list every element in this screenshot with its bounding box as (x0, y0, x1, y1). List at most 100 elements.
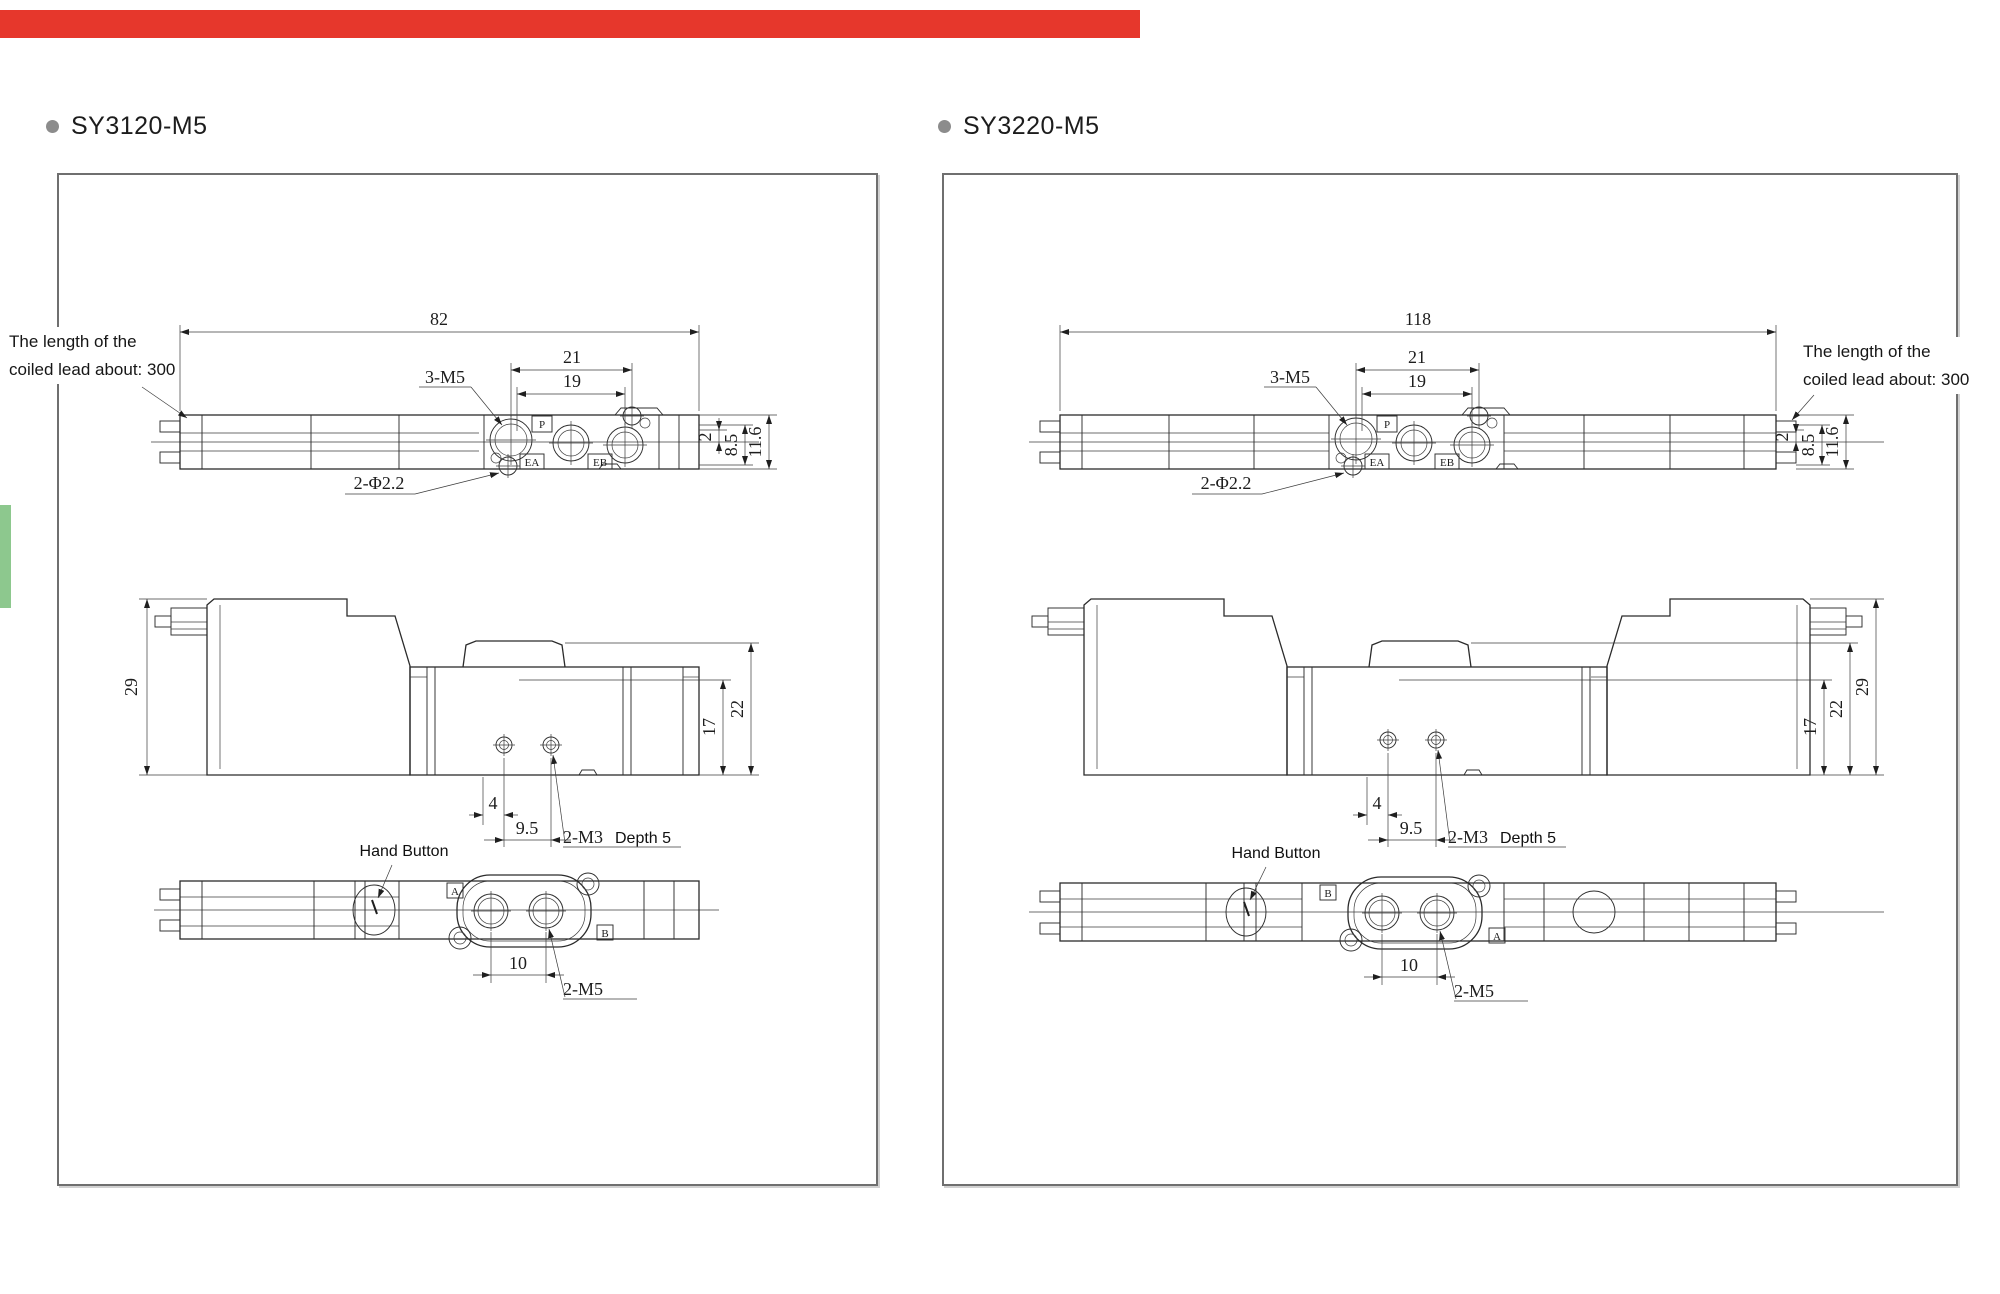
lead-wire (1775, 890, 1797, 903)
lead-note-line2: coiled lead about: 300 (9, 359, 176, 379)
port-b-label: B (601, 928, 608, 940)
port-ea-label: EA (1370, 457, 1385, 469)
dim-body-height: 22 (1826, 700, 1846, 718)
pilot-button (1572, 890, 1616, 934)
page-title: SY3220-M5 (963, 111, 1100, 140)
port-a-label: A (1493, 931, 1501, 943)
port-hole-2 (549, 421, 593, 465)
valve-body-side (1286, 666, 1608, 776)
connector-pin (1031, 615, 1049, 628)
bullet-icon (938, 119, 951, 133)
port-a-label: A (451, 886, 459, 898)
dim-port-pitch: 10 (509, 953, 527, 973)
valve-body-top (1059, 414, 1777, 470)
dim-mid-height: 8.5 (721, 434, 741, 457)
solenoid-coil-right (1606, 598, 1811, 776)
dim-upper: 21 (563, 347, 581, 367)
valve-body-side (409, 666, 700, 776)
hand-button-label: Hand Button (360, 843, 449, 860)
mount-hole-2 (1425, 729, 1447, 751)
sy3220-drawing: P EA EB 118 21 19 3-M5 2-Φ2.2 (1029, 309, 1884, 1002)
ports-label: 2-M5 (1454, 981, 1494, 1001)
dim-hole-pitch: 9.5 (1400, 818, 1423, 838)
lead-wire (1775, 420, 1797, 433)
port-eb-label: EB (593, 457, 607, 469)
bottom-view: Hand Button B A (1029, 845, 1884, 1002)
connector-pin (154, 615, 172, 628)
lead-note-leader (1791, 394, 1815, 421)
dim-offset: 2 (1772, 433, 1792, 442)
hand-button (1225, 887, 1267, 937)
port-boss (1347, 876, 1483, 950)
valve-body-bottom (179, 880, 700, 940)
lead-wire (1039, 420, 1061, 433)
panel-title-sy3220: SY3220-M5 (938, 110, 1100, 142)
lead-note-right: The length of the coiled lead about: 300 (1800, 337, 1973, 395)
bottom-view: Hand Button A B (154, 843, 719, 1000)
connector-pin (1845, 615, 1863, 628)
thread-label: 3-M5 (425, 367, 465, 387)
bullet-icon (46, 119, 59, 133)
top-red-bar (0, 10, 1140, 38)
port-eb-label: EB (1440, 457, 1454, 469)
port-p-label: P (539, 419, 545, 431)
connector-body (1809, 607, 1847, 636)
dim-port-pitch: 10 (1400, 955, 1418, 975)
lead-wire (159, 919, 181, 932)
dim-hole-pitch: 9.5 (516, 818, 539, 838)
ports-label: 2-M5 (563, 979, 603, 999)
valve-cap (1368, 640, 1472, 668)
dim-port-face: 17 (1800, 718, 1820, 736)
outlet-port-a (1362, 893, 1402, 933)
port-hole-2 (1392, 421, 1436, 465)
lead-note-leader (141, 386, 188, 419)
dim-edge-offset: 4 (1373, 793, 1382, 813)
side-view: 17 22 29 4 9.5 2-M3 Depth 5 (1031, 598, 1884, 848)
lead-wire (1039, 922, 1061, 935)
lead-wire (159, 888, 181, 901)
port-ea-label: EA (525, 457, 540, 469)
port-hole-3 (603, 423, 647, 467)
drawing-panel-sy3120: P EA EB 82 21 19 3-M5 2-Φ2.2 (57, 173, 878, 1186)
dim-port-face: 17 (699, 718, 719, 736)
dim-upper: 21 (1408, 347, 1426, 367)
dim-mid-height: 8.5 (1798, 434, 1818, 457)
mount-thread-label: 2-M3 (1448, 827, 1488, 847)
hand-button (352, 884, 396, 936)
mount-thread-label: 2-M3 (563, 827, 603, 847)
solenoid-coil-left (1083, 598, 1288, 776)
lead-wire (159, 420, 181, 433)
valve-body-top (179, 414, 700, 470)
holes-label: 2-Φ2.2 (354, 473, 405, 493)
boss-ear (576, 872, 600, 896)
mount-hole-bottom (490, 452, 520, 478)
dim-total-height: 11.6 (1822, 427, 1842, 458)
hand-button-label: Hand Button (1232, 845, 1321, 862)
mount-hole-1 (1377, 729, 1399, 751)
side-view: 29 (121, 598, 759, 848)
outlet-port-b (1417, 893, 1457, 933)
dim-overall-length: 82 (430, 309, 448, 329)
lead-wire (1039, 451, 1061, 464)
top-view: P EA EB 82 21 19 3-M5 2-Φ2.2 (141, 309, 777, 495)
lead-note-left: The length of the coiled lead about: 300 (6, 327, 179, 385)
mount-hole-bottom (1335, 452, 1365, 478)
mount-hole-1 (493, 734, 515, 756)
mount-hole-top (620, 404, 651, 429)
dim-total-height: 11.6 (745, 427, 765, 458)
mount-depth-label: Depth 5 (1500, 830, 1556, 847)
solenoid-coil (206, 598, 411, 776)
dim-overall-length: 118 (1405, 309, 1431, 329)
lead-wire (159, 451, 181, 464)
dim-overall-height: 29 (121, 678, 141, 696)
outlet-port-a (471, 891, 511, 931)
port-hole-1 (486, 415, 536, 465)
connector-body (170, 607, 208, 636)
green-side-tab (0, 505, 11, 608)
lead-wire (1775, 922, 1797, 935)
lead-note-line1: The length of the (1803, 342, 1931, 361)
holes-label: 2-Φ2.2 (1201, 473, 1252, 493)
boss-ear (1339, 928, 1363, 952)
drawing-panel-sy3220: P EA EB 118 21 19 3-M5 2-Φ2.2 (942, 173, 1958, 1186)
